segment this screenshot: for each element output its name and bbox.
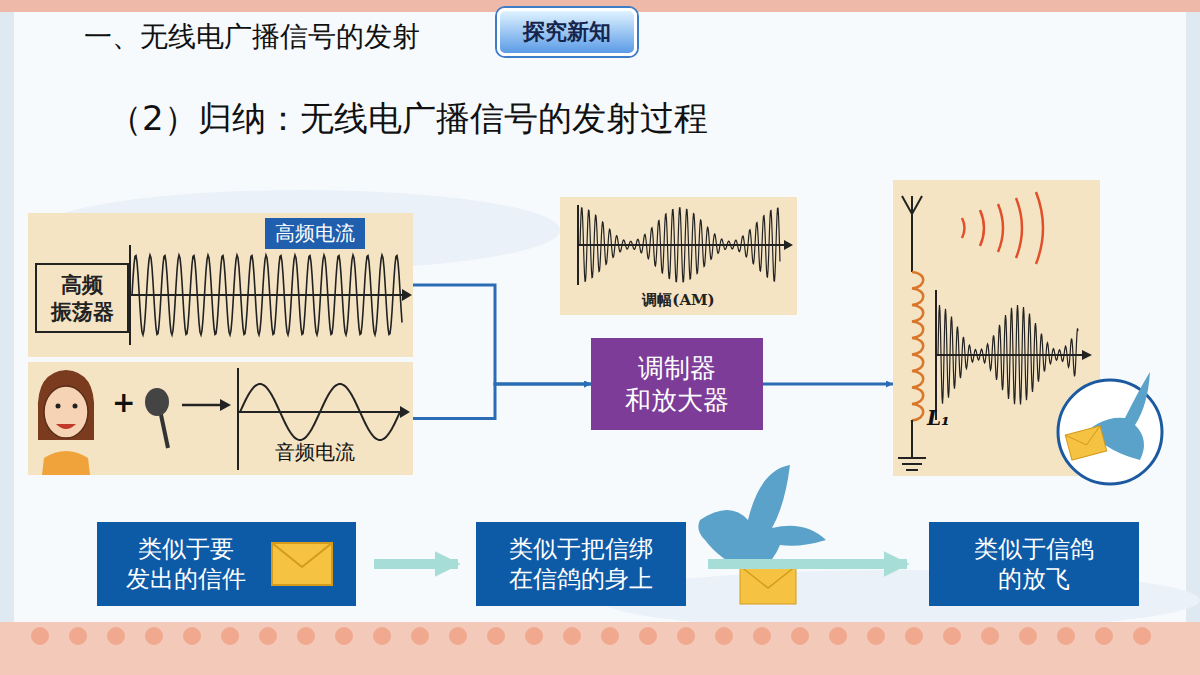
dot bbox=[259, 627, 277, 645]
dot bbox=[715, 627, 733, 645]
dot bbox=[639, 627, 657, 645]
mic-head bbox=[145, 388, 169, 416]
dot bbox=[905, 627, 923, 645]
panel-label: 音频电流 bbox=[275, 440, 355, 465]
section-badge: 探究新知 bbox=[497, 8, 637, 56]
dot bbox=[525, 627, 543, 645]
oscillator-panel bbox=[28, 213, 413, 357]
node-text: 调制器 和放大器 bbox=[603, 352, 751, 417]
envelope-icon bbox=[270, 541, 334, 587]
dot bbox=[981, 627, 999, 645]
dot bbox=[829, 627, 847, 645]
ground-wire bbox=[911, 420, 913, 458]
analogy-box: 类似于把信绑 在信鸽的身上 bbox=[476, 522, 686, 606]
dot bbox=[107, 627, 125, 645]
panel-label: L₁ bbox=[927, 406, 950, 431]
panel-label: 高频电流 bbox=[265, 218, 365, 249]
shoulders bbox=[42, 451, 90, 475]
bottom-band bbox=[0, 622, 1200, 675]
dot bbox=[1133, 627, 1151, 645]
section-heading: （2）归纳：无线电广播信号的发射过程 bbox=[108, 96, 708, 142]
dot bbox=[601, 627, 619, 645]
envelope bbox=[740, 566, 796, 604]
pigeon bbox=[698, 465, 826, 572]
antenna bbox=[902, 196, 922, 214]
face bbox=[44, 386, 88, 438]
oscillator-box: 高频 振荡器 bbox=[35, 263, 129, 333]
axis-head bbox=[1082, 350, 1092, 360]
coil-l1 bbox=[912, 272, 923, 421]
dot bbox=[677, 627, 695, 645]
connector-arrow bbox=[763, 383, 893, 386]
hf-wave bbox=[132, 255, 402, 335]
dot bbox=[943, 627, 961, 645]
eye bbox=[73, 404, 78, 409]
analogy-box: 类似于要 发出的信件 bbox=[97, 522, 356, 606]
dot bbox=[753, 627, 771, 645]
hair bbox=[38, 370, 94, 440]
node-text: 类似于信鸽 的放飞 bbox=[944, 534, 1124, 594]
dot bbox=[335, 627, 353, 645]
dot bbox=[221, 627, 239, 645]
am-wave bbox=[938, 305, 1078, 405]
modulator-box: 调制器 和放大器 bbox=[591, 338, 763, 430]
panel-label: 调幅(AM) bbox=[560, 291, 797, 310]
plus-sign: + bbox=[112, 386, 135, 419]
connector-arrow bbox=[374, 559, 458, 569]
dot bbox=[1095, 627, 1113, 645]
mic-stand bbox=[160, 410, 168, 448]
am-panel: 调幅(AM) bbox=[560, 197, 797, 315]
connector-arrow bbox=[413, 285, 591, 384]
node-text: 类似于要 发出的信件 bbox=[111, 534, 260, 594]
axis-head bbox=[784, 240, 793, 250]
envelope bbox=[1065, 426, 1107, 460]
dot bbox=[297, 627, 315, 645]
node-text: 类似于把信绑 在信鸽的身上 bbox=[491, 534, 671, 594]
ground bbox=[898, 457, 926, 459]
antenna-panel: L₁ bbox=[893, 180, 1100, 476]
node-text: 高频 振荡器 bbox=[43, 271, 121, 326]
dot bbox=[449, 627, 467, 645]
dot bbox=[145, 627, 163, 645]
oscillator-panel: 高频电流高频 振荡器 bbox=[28, 213, 413, 357]
dot bbox=[791, 627, 809, 645]
audio-panel bbox=[28, 362, 413, 475]
connector-arrow bbox=[413, 384, 591, 419]
dot bbox=[1057, 627, 1075, 645]
axis-head bbox=[400, 406, 410, 418]
mouth bbox=[56, 424, 76, 429]
ground bbox=[902, 463, 922, 465]
dot bbox=[411, 627, 429, 645]
audio-panel: 音频电流 bbox=[28, 362, 413, 475]
axis bbox=[237, 368, 239, 470]
dot bbox=[373, 627, 391, 645]
arrow-line bbox=[182, 404, 222, 407]
dot bbox=[183, 627, 201, 645]
dot bbox=[69, 627, 87, 645]
antenna-wire bbox=[911, 214, 913, 272]
dot bbox=[1019, 627, 1037, 645]
connector-arrow bbox=[708, 559, 907, 569]
analogy-box: 类似于信鸽 的放飞 bbox=[929, 522, 1139, 606]
dot-row bbox=[31, 627, 1151, 645]
axis bbox=[130, 294, 402, 296]
dot bbox=[31, 627, 49, 645]
dot bbox=[563, 627, 581, 645]
slide-title: 一、无线电广播信号的发射 bbox=[84, 18, 420, 56]
audio-wave bbox=[240, 384, 400, 440]
arrow-head bbox=[220, 399, 231, 411]
ground bbox=[906, 469, 918, 471]
dot bbox=[867, 627, 885, 645]
am-wave bbox=[580, 208, 780, 282]
radio-waves bbox=[962, 192, 1043, 264]
eye bbox=[56, 404, 61, 409]
dot bbox=[487, 627, 505, 645]
am-panel bbox=[560, 197, 797, 315]
node-text: 探究新知 bbox=[523, 18, 611, 46]
slide-card bbox=[14, 12, 1186, 622]
axis-head bbox=[402, 289, 412, 301]
